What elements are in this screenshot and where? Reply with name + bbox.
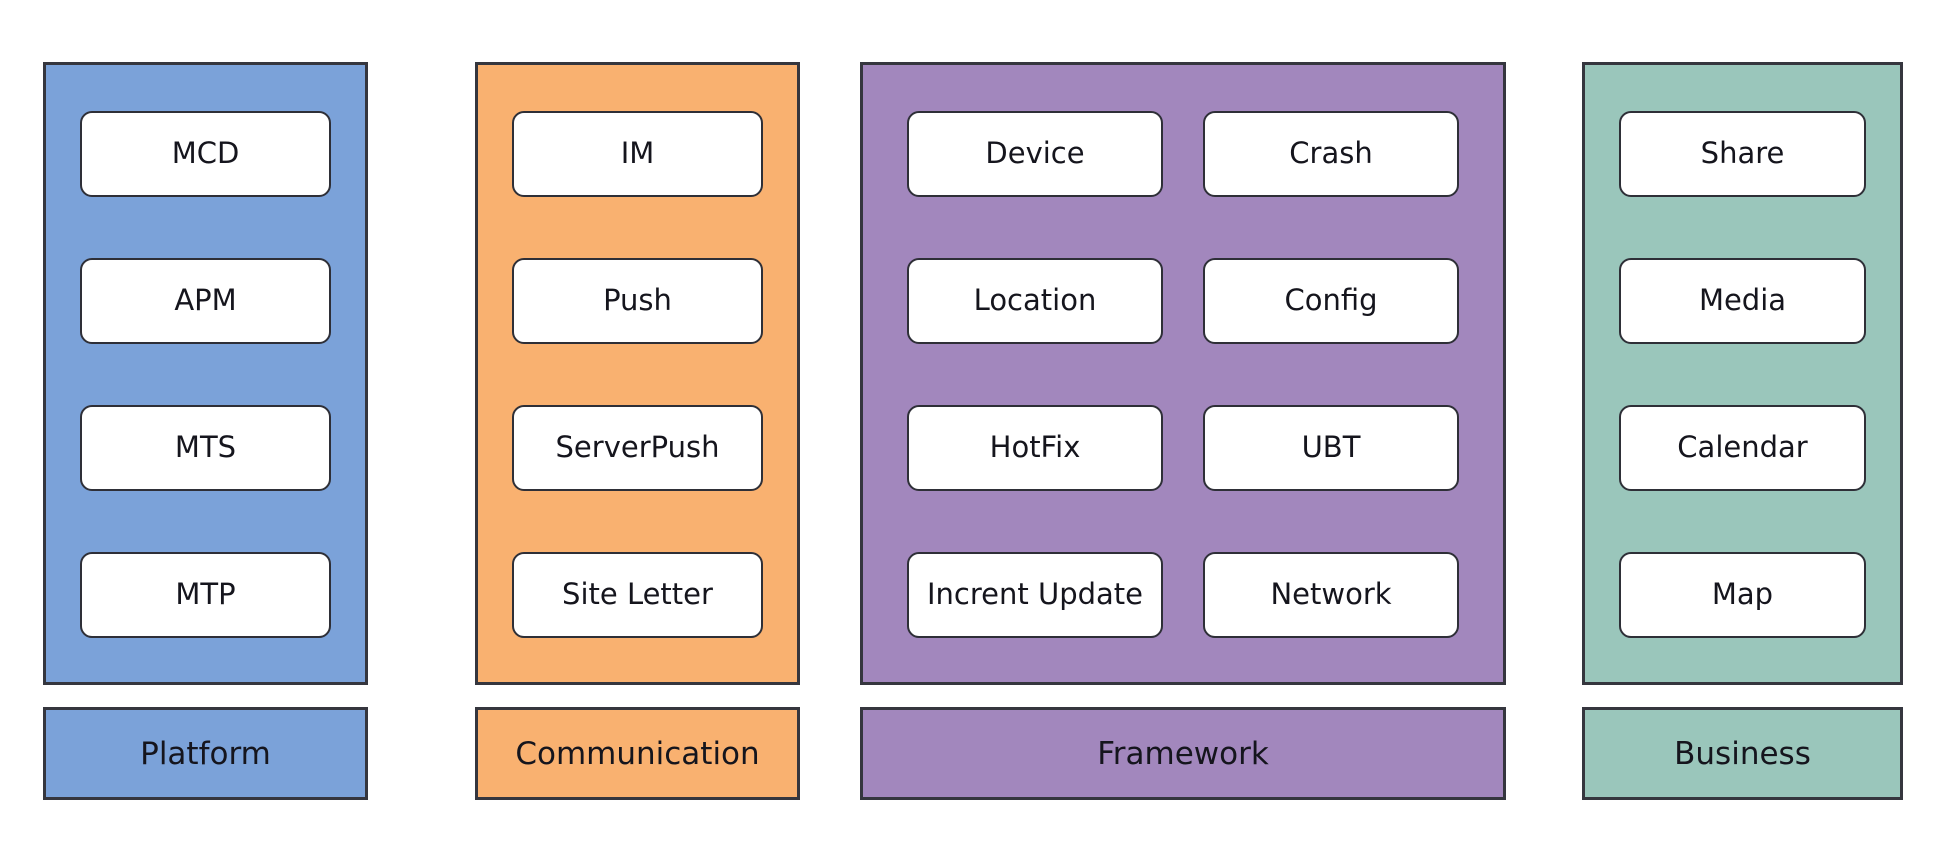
column-label-communication: Communication <box>475 707 800 800</box>
node-map: Map <box>1619 552 1866 638</box>
node-serverpush: ServerPush <box>512 405 763 491</box>
node-mtp: MTP <box>80 552 331 638</box>
column-platform: MCD APM MTS MTP Platform <box>43 0 368 848</box>
node-mts: MTS <box>80 405 331 491</box>
column-label-business: Business <box>1582 707 1903 800</box>
column-label-platform: Platform <box>43 707 368 800</box>
node-apm: APM <box>80 258 331 344</box>
node-share: Share <box>1619 111 1866 197</box>
node-push: Push <box>512 258 763 344</box>
column-body-platform: MCD APM MTS MTP <box>43 62 368 685</box>
node-device: Device <box>907 111 1163 197</box>
column-label-framework: Framework <box>860 707 1506 800</box>
node-config: Config <box>1203 258 1459 344</box>
node-media: Media <box>1619 258 1866 344</box>
node-site-letter: Site Letter <box>512 552 763 638</box>
node-calendar: Calendar <box>1619 405 1866 491</box>
node-mcd: MCD <box>80 111 331 197</box>
node-location: Location <box>907 258 1163 344</box>
node-network: Network <box>1203 552 1459 638</box>
node-crash: Crash <box>1203 111 1459 197</box>
node-hotfix: HotFix <box>907 405 1163 491</box>
node-incrent-update: Incrent Update <box>907 552 1163 638</box>
node-ubt: UBT <box>1203 405 1459 491</box>
node-im: IM <box>512 111 763 197</box>
